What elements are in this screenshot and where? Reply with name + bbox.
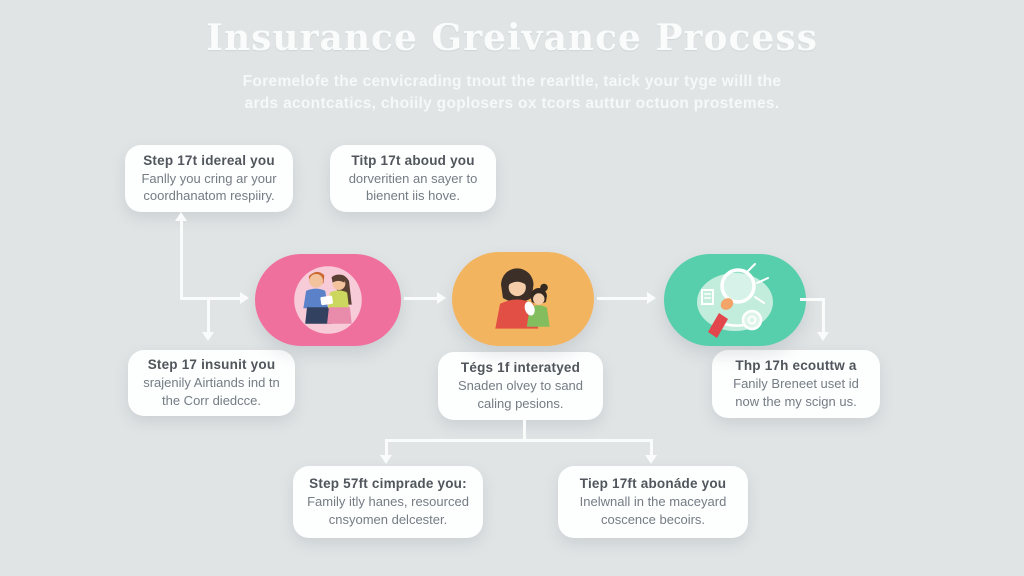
step-card-title: Titp 17t aboud you <box>351 152 475 168</box>
connector-teal-elbow-vertical <box>822 298 825 333</box>
subtitle-line-2: ards acontcatics, choiily goplosers ox t… <box>244 95 780 113</box>
step-card-body: Fanily Breneet uset id now the my scign … <box>733 376 859 409</box>
step-card-title: Tégs 1f interatyed <box>460 360 581 376</box>
arrow-down-icon <box>645 455 657 464</box>
page-subtitle: Foremelofe the cenvicrading tnout the re… <box>0 71 1024 116</box>
arrow-up-icon <box>175 212 187 221</box>
connector-junction-horizontal <box>180 297 241 300</box>
step-card-body: Family itly hanes, resourced cnsyomen de… <box>307 494 469 527</box>
arrow-right-icon <box>647 292 656 304</box>
hand-magnifying-glass-icon <box>685 257 785 343</box>
couple-discussing-icon <box>282 258 374 342</box>
connector-down-line <box>207 297 210 333</box>
connector-fork-horizontal <box>385 439 653 442</box>
arrow-down-icon <box>817 332 829 341</box>
step-card-title: Tiep 17ft abonáde you <box>579 476 727 492</box>
arrow-down-icon <box>380 455 392 464</box>
step-card-mid-left: Step 17 insunit you srajenily Airtiands … <box>128 350 295 416</box>
arrow-right-icon <box>240 292 249 304</box>
connector-teal-elbow-horizontal <box>800 298 825 301</box>
step-card-body: dorveritien an sayer to bienent iis hove… <box>348 170 478 203</box>
step-card-title: Step 57ft cimprade you: <box>309 476 467 492</box>
arrow-right-icon <box>437 292 446 304</box>
step-card-mid-center: Tégs 1f interatyed Snaden olvey to sand … <box>438 352 603 420</box>
page-title: Insurance Greivance Process <box>206 17 818 59</box>
connector-fork-stem <box>523 420 526 442</box>
step-card-body: Inelwnall in the maceyard coscence becoi… <box>579 494 727 527</box>
connector-pink-to-orange <box>404 297 438 300</box>
connector-fork-left-drop <box>385 439 388 456</box>
pill-couple <box>255 254 401 346</box>
subtitle-line-1: Foremelofe the cenvicrading tnout the re… <box>242 73 782 90</box>
connector-fork-right-drop <box>650 439 653 456</box>
step-card-title: Thp 17h ecouttw a <box>735 358 857 374</box>
step-card-top-middle: Titp 17t aboud you dorveritien an sayer … <box>330 145 496 212</box>
connector-up-line <box>180 221 183 300</box>
step-card-body: srajenily Airtiands ind tn the Corr died… <box>143 375 280 408</box>
step-card-mid-right: Thp 17h ecouttw a Fanily Breneet uset id… <box>712 350 880 418</box>
step-card-title: Step 17t idereal you <box>143 152 275 168</box>
step-card-top-left: Step 17t idereal you Fanlly you cring ar… <box>125 145 293 212</box>
step-card-body: Snaden olvey to sand caling pesions. <box>457 378 584 411</box>
pill-magnifier <box>664 254 806 346</box>
step-card-body: Fanlly you cring ar your coordhanatom re… <box>141 170 277 203</box>
step-card-bottom-left: Step 57ft cimprade you: Family itly hane… <box>293 466 483 538</box>
arrow-down-icon <box>202 332 214 341</box>
step-card-bottom-right: Tiep 17ft abonáde you Inelwnall in the m… <box>558 466 748 538</box>
connector-orange-to-teal <box>597 297 648 300</box>
mother-holding-child-icon <box>475 256 571 342</box>
pill-mother-child <box>452 252 594 346</box>
step-card-title: Step 17 insunit you <box>147 357 276 373</box>
